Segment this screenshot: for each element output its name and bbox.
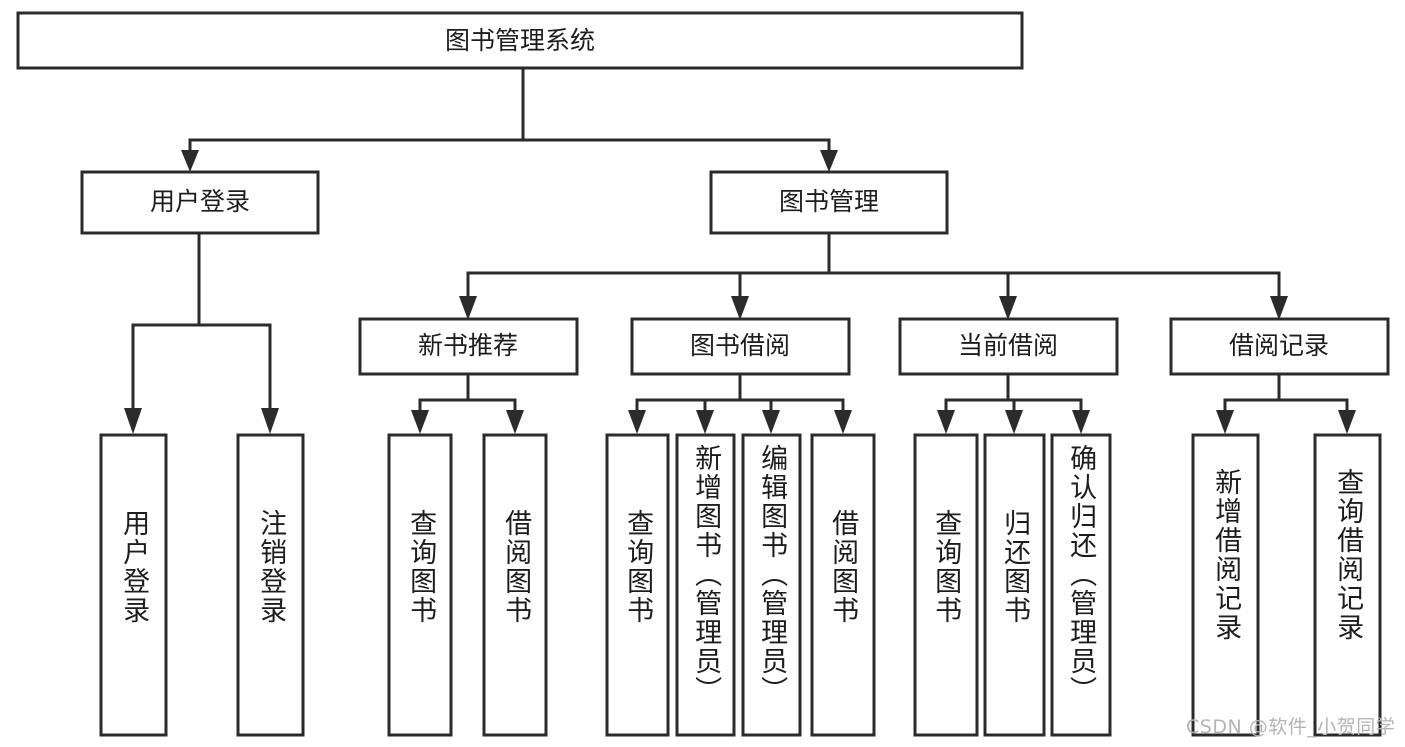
leaf-box-query-book-1[interactable] — [387, 433, 453, 737]
node-current-borrow-box[interactable] — [898, 317, 1119, 376]
leaf-label-add-record: 新增借阅记录 — [1210, 468, 1242, 642]
node-book-borrow-box[interactable] — [630, 317, 851, 376]
arrow-head-leaf-edit-book — [762, 410, 780, 434]
leaf-label-query-book-1: 查询图书 — [405, 509, 437, 625]
arrow-head-leaf-logout — [261, 408, 279, 434]
arrow-head-leaf-return-book — [1005, 410, 1023, 434]
arrow-head-new-book-recommend — [459, 296, 477, 320]
arrow-head-leaf-borrow-book-2 — [834, 410, 852, 434]
leaf-label-logout: 注销登录 — [255, 509, 287, 625]
leaf-label-query-book-2: 查询图书 — [622, 509, 654, 625]
arrow-head-leaf-add-record — [1216, 410, 1234, 434]
arrow-head-book-mgmt — [820, 150, 838, 172]
node-current-borrow[interactable]: 当前借阅 — [898, 317, 1119, 376]
leaf-box-query-book-3[interactable] — [913, 433, 979, 737]
arrow-head-user-login — [181, 150, 199, 172]
node-borrow-record-label: 借阅记录 — [1229, 331, 1329, 360]
node-root-label: 图书管理系统 — [445, 26, 595, 55]
node-book-borrow-label: 图书借阅 — [690, 331, 790, 360]
arrow-head-leaf-add-book — [696, 410, 714, 434]
leaf-label-borrow-book-2: 借阅图书 — [827, 509, 859, 625]
node-current-borrow-label: 当前借阅 — [958, 331, 1058, 360]
node-new-book-recommend[interactable]: 新书推荐 — [358, 317, 579, 376]
leaf-box-user-login[interactable] — [99, 433, 168, 737]
leaf-box-layer — [99, 433, 1382, 737]
node-book-management-box[interactable] — [709, 170, 949, 235]
leaf-box-logout[interactable] — [236, 433, 305, 737]
arrow-head-leaf-query-book-3 — [937, 410, 955, 434]
leaf-box-return-book[interactable] — [983, 433, 1046, 737]
node-new-book-recommend-box[interactable] — [358, 317, 579, 376]
arrow-head-leaf-borrow-book-1 — [506, 410, 524, 434]
leaf-box-add-record[interactable] — [1191, 433, 1260, 737]
node-new-book-recommend-label: 新书推荐 — [418, 331, 518, 360]
arrow-head-leaf-confirm-return — [1072, 410, 1090, 434]
leaf-label-user-login: 用户登录 — [118, 509, 150, 625]
node-root[interactable]: 图书管理系统 — [16, 11, 1024, 70]
node-book-management-label: 图书管理 — [779, 187, 879, 216]
leaf-label-edit-book: 编辑图书（管理员） — [756, 444, 788, 705]
arrow-head-borrow-record — [1270, 296, 1288, 320]
node-book-borrow[interactable]: 图书借阅 — [630, 317, 851, 376]
leaf-label-add-book: 新增图书（管理员） — [690, 444, 722, 705]
leaf-box-add-book[interactable] — [675, 433, 736, 737]
node-user-login-label: 用户登录 — [150, 187, 250, 216]
leaf-box-borrow-book-2[interactable] — [810, 433, 876, 737]
leaf-label-return-book: 归还图书 — [999, 509, 1031, 625]
connector-layer — [124, 66, 1356, 434]
arrow-head-leaf-user-login — [124, 408, 142, 434]
arrow-head-current-borrow — [999, 296, 1017, 320]
leaf-box-query-record[interactable] — [1313, 433, 1382, 737]
leaf-label-query-record: 查询借阅记录 — [1332, 468, 1364, 642]
leaf-label-confirm-return: 确认归还（管理员） — [1065, 444, 1097, 705]
node-book-management[interactable]: 图书管理 — [709, 170, 949, 235]
leaf-box-edit-book[interactable] — [741, 433, 802, 737]
arrow-head-leaf-query-book-2 — [628, 410, 646, 434]
node-user-login-box[interactable] — [80, 170, 320, 235]
node-root-box[interactable] — [16, 11, 1024, 70]
arrow-head-leaf-query-book-1 — [411, 410, 429, 434]
node-borrow-record-box[interactable] — [1169, 317, 1390, 376]
node-user-login[interactable]: 用户登录 — [80, 170, 320, 235]
arrow-head-leaf-query-record — [1338, 410, 1356, 434]
leaf-box-query-book-2[interactable] — [605, 433, 670, 737]
leaf-box-confirm-return[interactable] — [1050, 433, 1112, 737]
leaf-label-borrow-book-1: 借阅图书 — [500, 509, 532, 625]
csdn-watermark: CSDN @软件_小贺同学 — [1186, 716, 1396, 738]
leaf-label-query-book-3: 查询图书 — [930, 509, 962, 625]
leaf-box-borrow-book-1[interactable] — [482, 433, 548, 737]
node-borrow-record[interactable]: 借阅记录 — [1169, 317, 1390, 376]
arrow-head-book-borrow — [731, 296, 749, 320]
